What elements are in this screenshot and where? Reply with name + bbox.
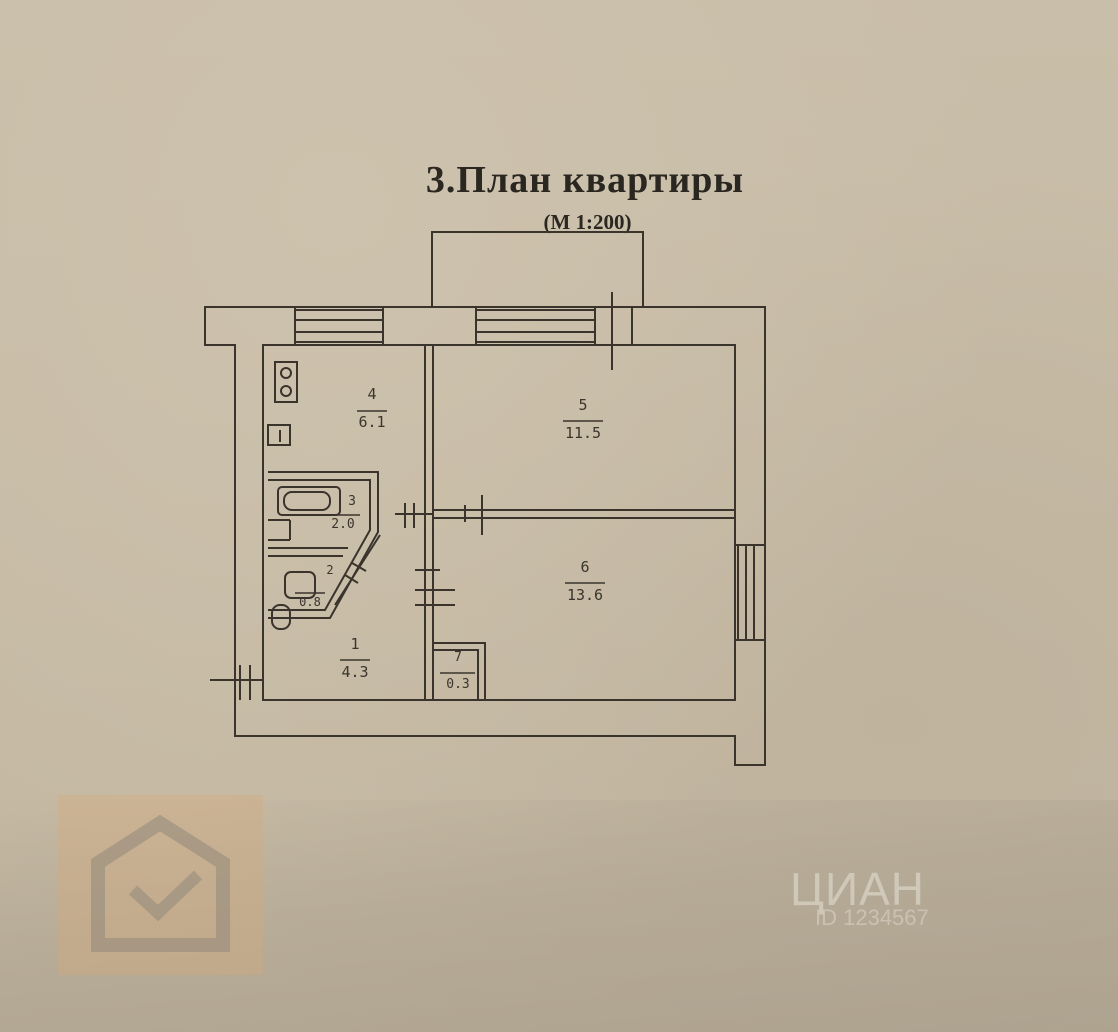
stove-fixture [274,361,298,403]
room-7-area: 0.3 [446,677,470,692]
window-top-right [475,292,633,370]
room-6-area: 13.6 [566,586,604,604]
room-5-number: 5 [578,396,588,414]
watermark-id: ID 1234567 [815,905,929,930]
inner-wall [262,344,736,701]
watermark-logo [58,795,263,975]
label-underlines [295,410,605,674]
room-2-area: 0.8 [299,595,321,609]
door-ticks [210,569,455,700]
toilet-fixture [271,571,316,630]
plan-scale: (М 1:200) [543,210,632,234]
room-3-area: 2.0 [331,517,355,532]
bathroom-block [268,471,381,619]
plan-title: 3.План квартиры [425,159,745,201]
room-1-number: 1 [350,635,360,653]
room-5-area: 11.5 [564,424,602,442]
balcony-outline [431,231,644,307]
partition-horizontal [395,495,735,535]
room-1-area: 4.3 [341,663,369,681]
room-6-number: 6 [580,558,590,576]
closet-room-7 [433,642,486,700]
bathtub-fixture [268,486,341,541]
window-top-left [294,307,384,345]
partition-vertical [424,345,434,700]
outer-wall [204,306,766,766]
room-4-area: 6.1 [358,413,386,431]
room-2-number: 2 [326,563,334,577]
house-icon [91,814,230,952]
room-4-number: 4 [367,385,377,403]
room-7-number: 7 [454,650,462,665]
window-right [735,544,765,641]
watermark-brand: ЦИАН [790,863,925,915]
sink-fixture [267,424,291,446]
room-3-number: 3 [348,494,356,509]
